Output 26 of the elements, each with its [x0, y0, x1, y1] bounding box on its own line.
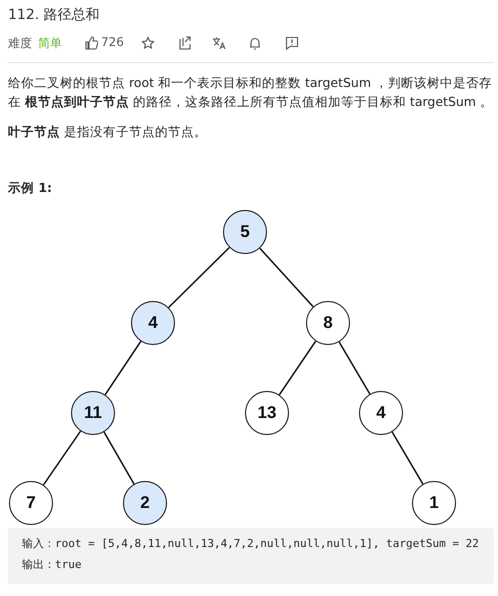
tree-edge — [259, 248, 314, 308]
tree-node: 11 — [71, 391, 115, 435]
tree-node: 8 — [306, 301, 350, 345]
difficulty-level: 简单 — [38, 35, 62, 52]
tree-edge — [392, 432, 424, 484]
tree-node: 4 — [359, 391, 403, 435]
tree-edge — [168, 246, 230, 308]
tree-edge — [278, 340, 316, 396]
tree-edge — [104, 340, 142, 396]
like-count: 726 — [101, 35, 124, 49]
description-paragraph: 给你二叉树的根节点 root 和一个表示目标和的整数 targetSum ，判断该树中是否存在 根节点到叶子节点 的路径，这条路径上所有节点值相加等于目标和 targetSum 。 — [8, 74, 494, 111]
tree-node: 7 — [9, 481, 53, 525]
tree-node: 4 — [131, 301, 175, 345]
tree-node: 5 — [223, 210, 267, 254]
example-heading: 示例 1: — [8, 180, 52, 197]
tree-node: 1 — [412, 481, 456, 525]
difficulty-label: 难度 — [8, 35, 32, 52]
note-paragraph: 叶子节点 是指没有子节点的节点。 — [8, 123, 208, 141]
code-line: 输入：root = [5,4,8,11,null,13,4,7,2,null,null,null,1], targetSum = 22 — [22, 536, 479, 551]
tree-edge — [103, 432, 135, 484]
code-line: 输出：true — [22, 557, 82, 572]
tree-edge — [42, 430, 82, 486]
page-title: 112. 路径总和 — [8, 6, 100, 24]
tree-node: 2 — [123, 481, 167, 525]
tree-node: 13 — [245, 391, 289, 435]
tree-edge — [338, 342, 370, 394]
